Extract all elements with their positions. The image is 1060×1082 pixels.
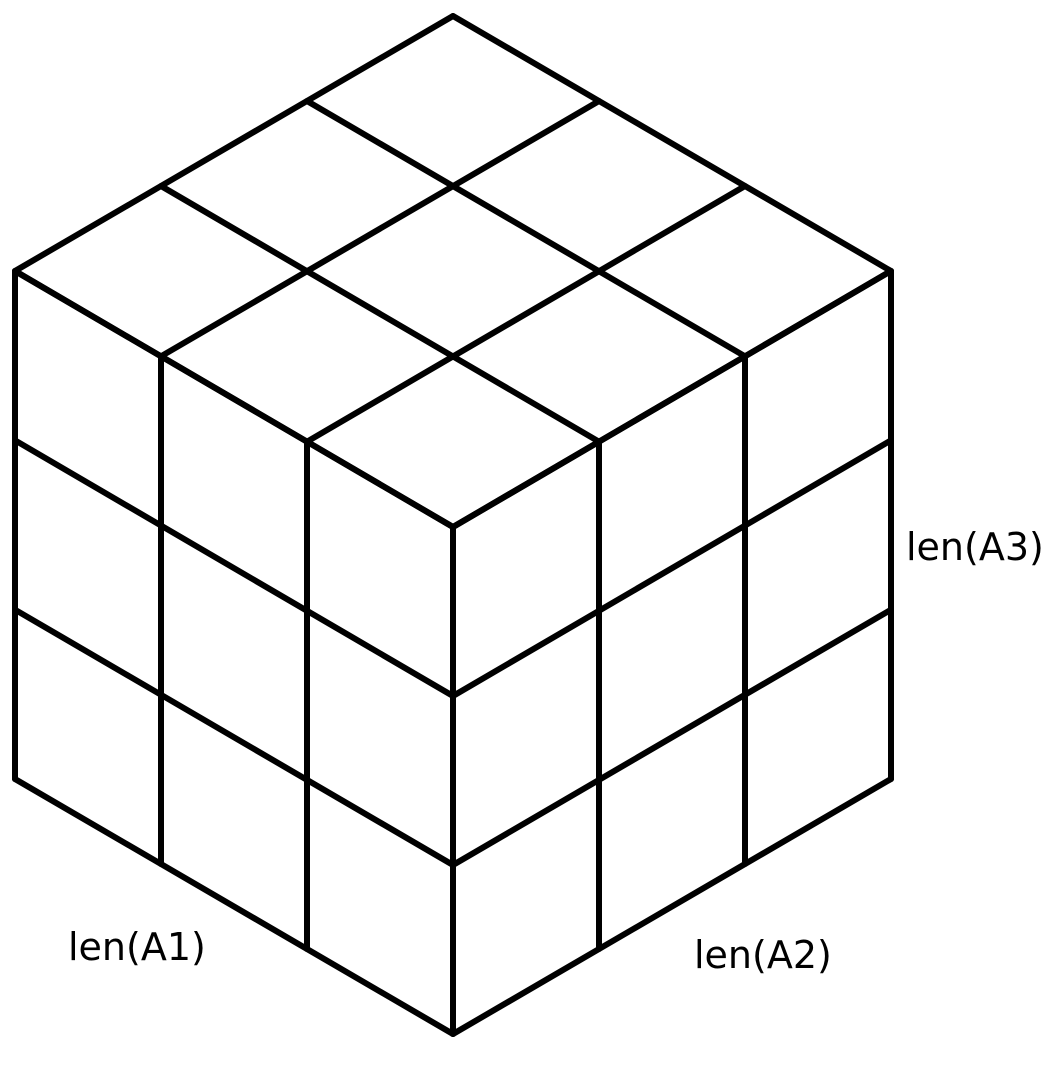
top-face-line [450,13,894,274]
right-face-row-line [450,606,894,868]
label-len-a2: len(A2) [694,933,832,977]
cube-grid-lines [12,13,894,1037]
label-len-a1: len(A1) [68,925,206,969]
top-face-line [304,98,748,360]
top-face-line [304,183,748,445]
right-face-row-line [450,437,894,699]
top-face-line [450,268,894,530]
label-len-a3: len(A3) [906,525,1044,569]
top-face-line [158,183,602,445]
top-face-line [12,268,456,530]
left-face-row-line [12,437,456,699]
top-face-line [12,13,456,274]
right-face-row-line [450,776,894,1037]
top-face-line [158,98,602,360]
left-face-row-line [12,776,456,1037]
left-face-row-line [12,606,456,868]
